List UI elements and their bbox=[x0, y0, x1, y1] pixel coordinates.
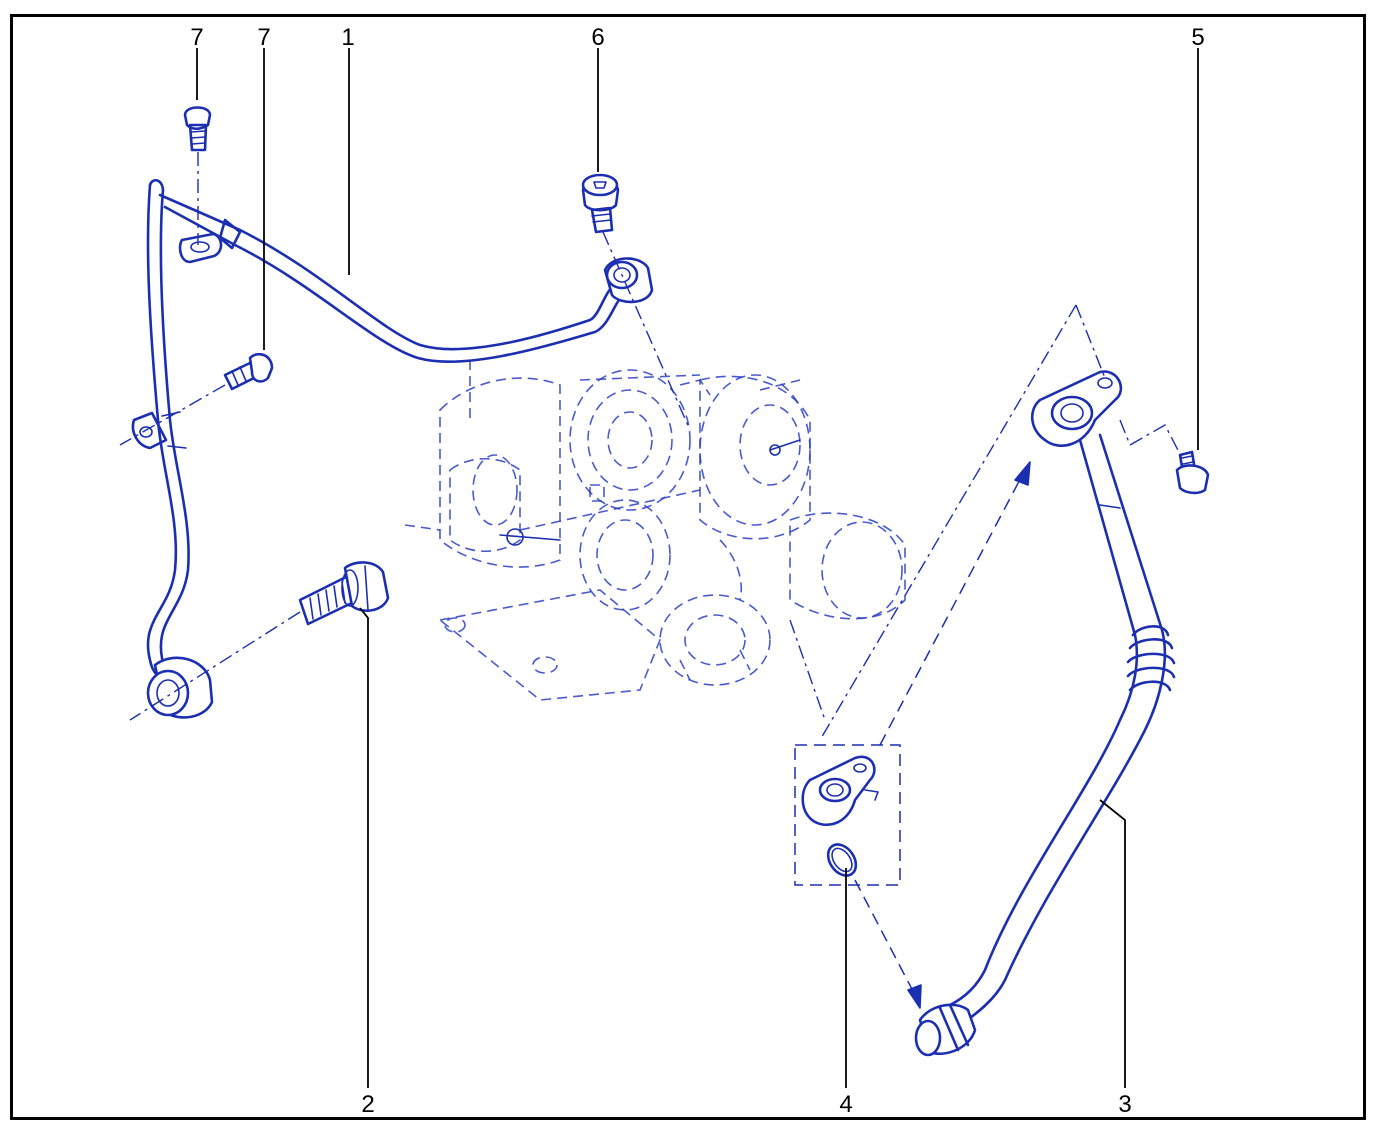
alignment-lines bbox=[119, 152, 1183, 1009]
bolt-5 bbox=[1175, 450, 1210, 495]
leader-lines bbox=[196, 48, 1199, 1088]
oil-return-pipe bbox=[914, 370, 1176, 1057]
callout-5: 5 bbox=[1191, 24, 1204, 51]
callout-6: 6 bbox=[591, 24, 604, 51]
callout-4: 4 bbox=[839, 1091, 852, 1118]
callout-7-lower: 7 bbox=[257, 24, 270, 51]
oil-feed-pipe bbox=[131, 179, 654, 719]
bolt-7-lower bbox=[223, 352, 274, 391]
bolt-7-upper bbox=[183, 106, 212, 152]
gasket-kit bbox=[794, 744, 901, 886]
callout-3: 3 bbox=[1118, 1091, 1131, 1118]
callout-1: 1 bbox=[341, 24, 354, 51]
banjo-bolt bbox=[298, 561, 390, 626]
callout-2: 2 bbox=[361, 1091, 374, 1118]
callout-7-upper: 7 bbox=[190, 24, 203, 51]
banjo-bolt-top bbox=[581, 173, 620, 234]
diagram-frame bbox=[10, 14, 1366, 1120]
turbocharger-ghost bbox=[404, 360, 906, 701]
